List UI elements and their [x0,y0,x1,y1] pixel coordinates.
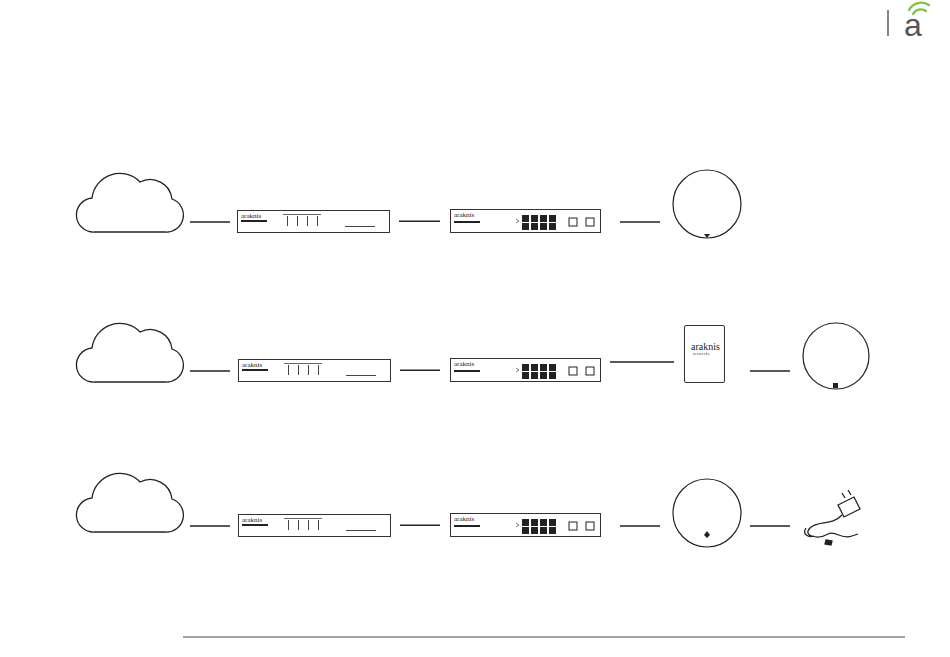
device-label: networks [693,353,710,357]
brand-divider [887,10,888,36]
router-detail [242,363,376,376]
router-device: araknis [238,359,391,382]
router-detail [241,214,375,227]
device-label: araknis [241,213,261,220]
poe-injector: araknisnetworks [684,325,725,383]
device-label: araknis [454,516,474,523]
internet-cloud [76,323,183,382]
switch-detail [454,519,594,534]
network-cable [399,221,440,222]
cable-lines [190,222,790,526]
switch-detail [454,364,594,379]
device-label: araknis [691,342,720,352]
access-point-led [704,234,838,538]
access-point [673,170,869,547]
device-label: araknis [454,212,474,219]
brand-letter: a [904,9,922,41]
switch-device: araknis [450,358,601,382]
router-device: araknis [238,514,391,537]
internet-cloud [76,473,183,532]
network-cable [400,370,440,371]
power-adapter [805,490,860,545]
router-detail [242,518,376,531]
network-cable [610,362,674,363]
switch-detail [454,215,594,230]
device-label: araknis [454,361,474,368]
footer-rule [183,637,905,638]
switch-device: araknis [450,513,601,537]
router-device: araknis [237,210,390,233]
switch-device: araknis [450,209,601,233]
network-cable [400,525,440,526]
device-label: araknis [242,362,262,369]
device-label: araknis [242,517,262,524]
internet-cloud [76,173,183,232]
